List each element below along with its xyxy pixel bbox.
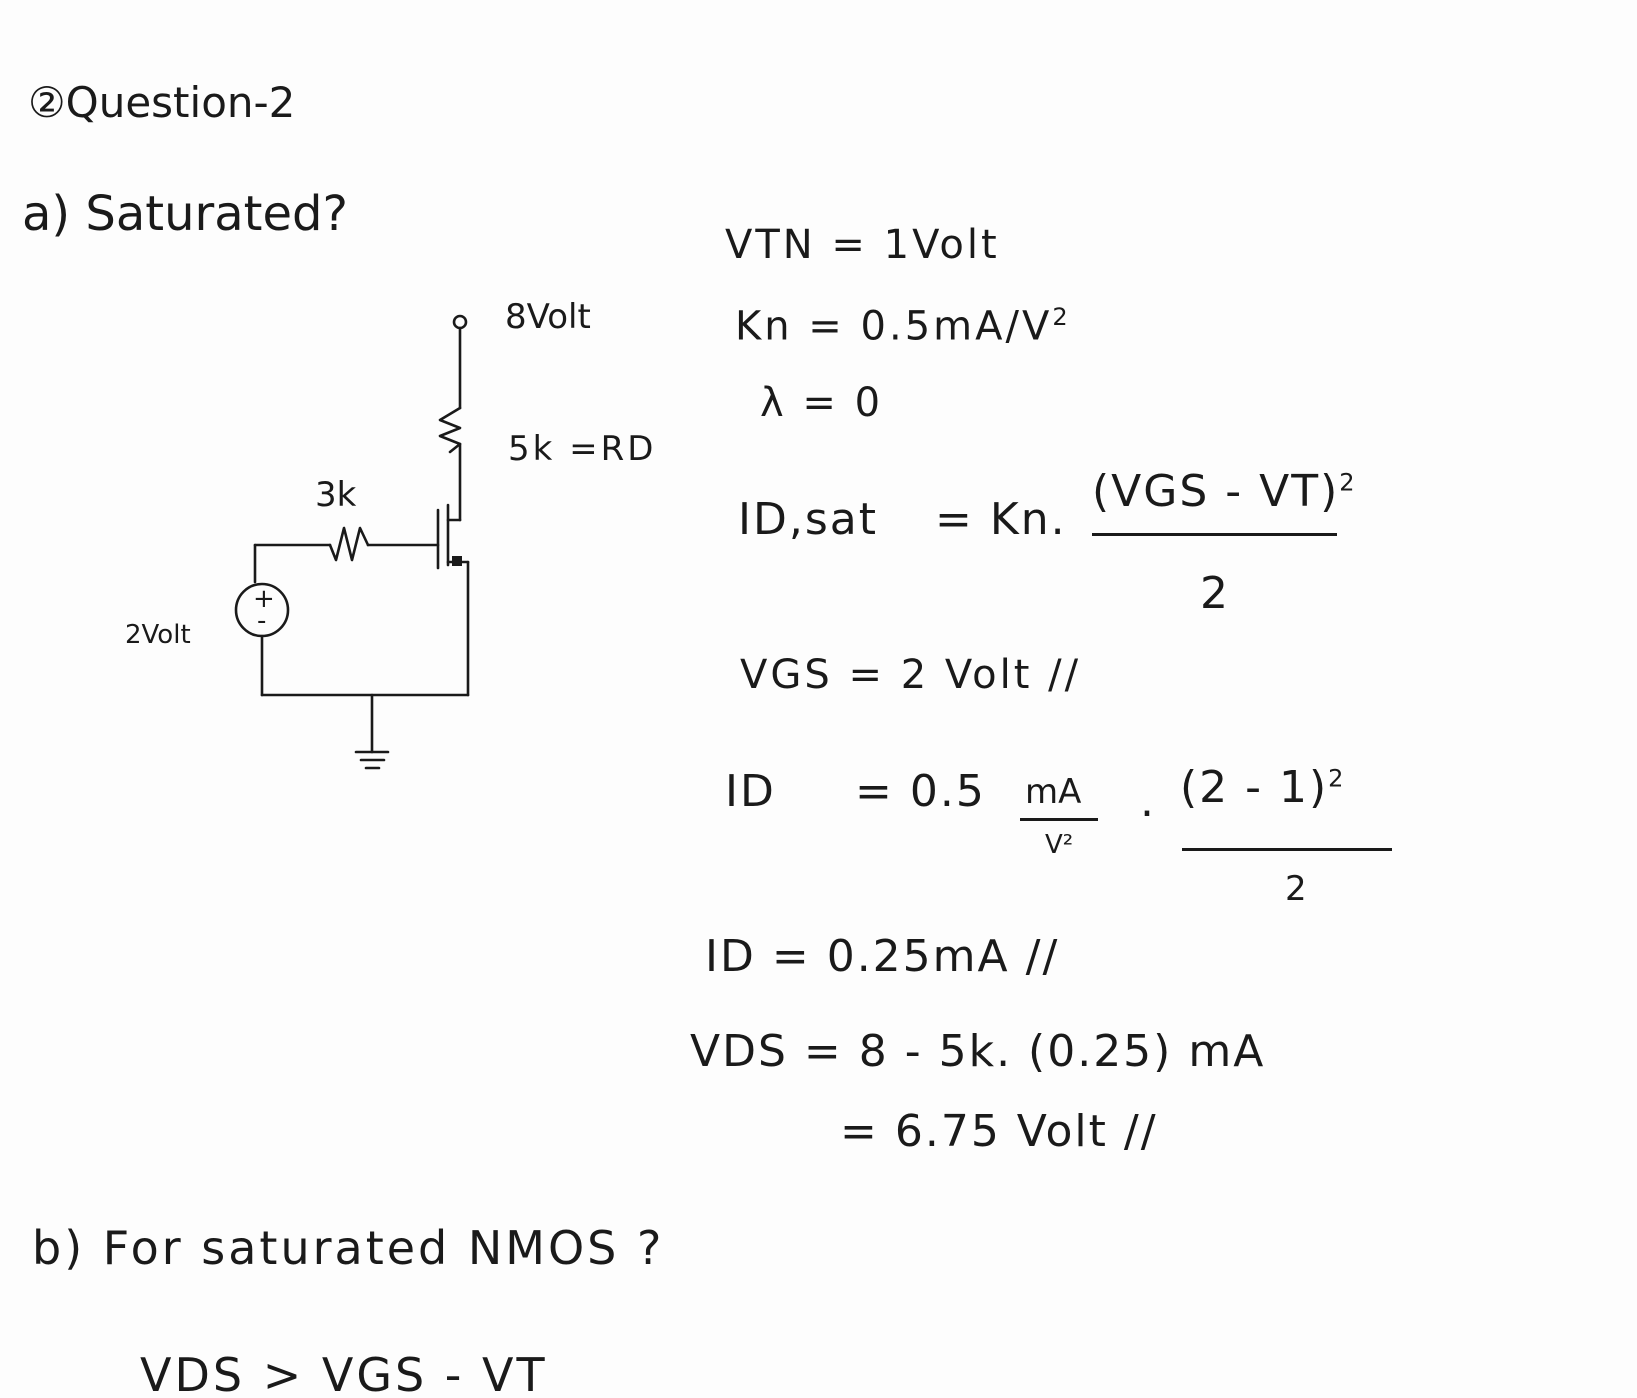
idsat-numerator: (VGS - VT)2 xyxy=(1092,470,1357,514)
vds-line-2: = 6.75 Volt // xyxy=(840,1106,1158,1157)
idcalc-fraction-bar xyxy=(1182,848,1392,851)
question-title: ②Question-2 xyxy=(28,78,296,127)
idcalc-num-text: (2 - 1) xyxy=(1180,762,1329,813)
idcalc-unit-num: mA xyxy=(1025,772,1082,812)
mosfet-arrow-icon xyxy=(452,556,462,566)
rd-resistor-icon xyxy=(438,406,462,454)
idcalc-eq: = 0.5 xyxy=(855,766,986,817)
part-a-heading: a) Saturated? xyxy=(22,186,348,242)
rd-label: 5k =RD xyxy=(508,429,657,469)
vtn-value: VTN = 1Volt xyxy=(725,222,1000,268)
kn-sup: 2 xyxy=(1052,303,1071,331)
idsat-num-sup: 2 xyxy=(1339,468,1357,497)
idcalc-unit-den: V² xyxy=(1045,830,1074,860)
idcalc-numerator: (2 - 1)2 xyxy=(1180,766,1345,810)
idcalc-num-sup: 2 xyxy=(1328,764,1346,793)
rg-label: 3k xyxy=(315,475,357,515)
idsat-eq: = Kn. xyxy=(935,494,1067,545)
part-b-condition: VDS > VGS - VT xyxy=(140,1348,548,1398)
idsat-num-text: (VGS - VT) xyxy=(1092,466,1340,517)
vds-line-1: VDS = 8 - 5k. (0.25) mA xyxy=(690,1026,1266,1077)
source-label: 2Volt xyxy=(125,620,191,650)
source-minus: - xyxy=(257,606,267,636)
idcalc-denominator: 2 xyxy=(1285,869,1307,909)
kn-main: Kn = 0.5mA/V xyxy=(735,303,1053,350)
idcalc-dot: . xyxy=(1140,776,1156,827)
source-plus: + xyxy=(253,584,275,614)
supply-label: 8Volt xyxy=(505,297,591,337)
idsat-fraction-bar xyxy=(1092,533,1337,536)
id-result: ID = 0.25mA // xyxy=(705,931,1060,982)
lambda-value: λ = 0 xyxy=(760,380,884,426)
idsat-denominator: 2 xyxy=(1200,568,1230,619)
vgs-value: VGS = 2 Volt // xyxy=(740,652,1082,698)
idcalc-lhs: ID xyxy=(725,766,776,817)
idsat-lhs: ID,sat xyxy=(738,494,878,545)
rg-resistor-icon xyxy=(328,526,370,562)
idcalc-unit-bar xyxy=(1020,818,1098,821)
part-b-heading: b) For saturated NMOS ? xyxy=(32,1221,665,1275)
kn-value: Kn = 0.5mA/V2 xyxy=(735,305,1071,346)
supply-terminal-icon xyxy=(452,314,468,330)
